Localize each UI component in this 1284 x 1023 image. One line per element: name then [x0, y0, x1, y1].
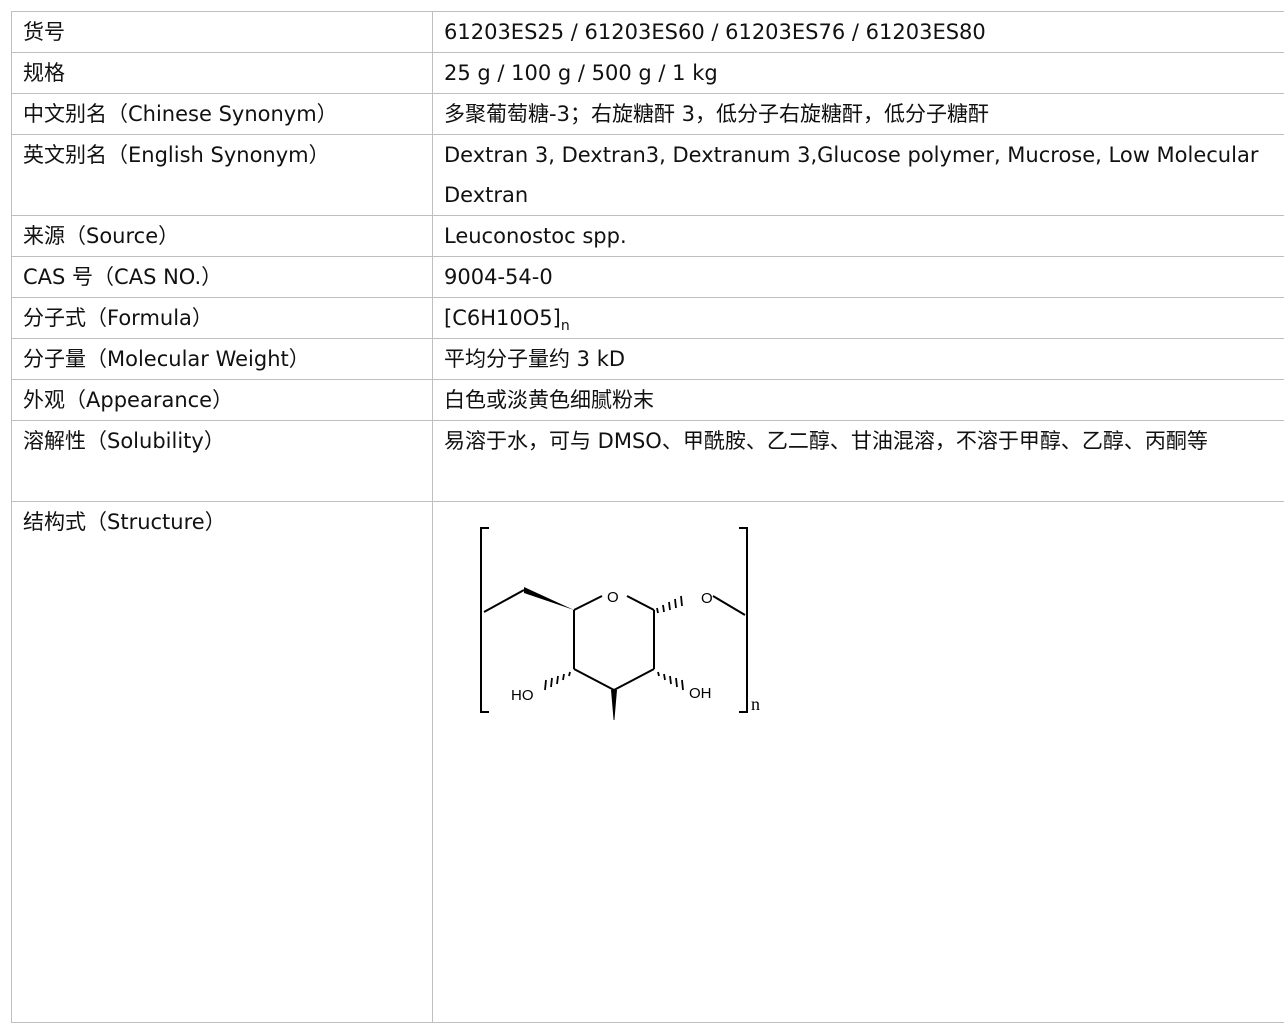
ring-oxygen-label: O: [607, 589, 619, 606]
row-value-molecular-weight: 平均分子量约 3 kD: [433, 339, 1284, 380]
table-row: 英文别名（English Synonym） Dextran 3, Dextran…: [12, 135, 1284, 216]
row-value-appearance: 白色或淡黄色细腻粉末: [433, 380, 1284, 421]
ring-bond: [614, 669, 654, 690]
row-label-catalog-number: 货号: [12, 12, 433, 53]
formula-subscript: n: [561, 318, 570, 334]
row-label-appearance: 外观（Appearance）: [12, 380, 433, 421]
row-label-cas-number: CAS 号（CAS NO.）: [12, 257, 433, 298]
table-row: 货号 61203ES25 / 61203ES60 / 61203ES76 / 6…: [12, 12, 1284, 53]
right-bracket: [739, 528, 747, 712]
table-row: 分子式（Formula） [C6H10O5]n: [12, 298, 1284, 339]
row-label-molecular-weight: 分子量（Molecular Weight）: [12, 339, 433, 380]
row-value-structure: O O HO OH OH n: [433, 502, 1284, 1023]
link-oxygen-label: O: [701, 590, 713, 607]
table-row: CAS 号（CAS NO.） 9004-54-0: [12, 257, 1284, 298]
ring-bond: [627, 596, 654, 610]
row-value-specification: 25 g / 100 g / 500 g / 1 kg: [433, 53, 1284, 94]
row-value-cas-number: 9004-54-0: [433, 257, 1284, 298]
wedge-bond: [524, 587, 574, 610]
left-bracket: [481, 528, 489, 712]
row-label-structure: 结构式（Structure）: [12, 502, 433, 1023]
dextran-structure-svg: O O HO OH OH n: [449, 520, 779, 720]
chain-bond: [713, 596, 745, 615]
row-label-chinese-synonym: 中文别名（Chinese Synonym）: [12, 94, 433, 135]
hydroxyl-right-label: OH: [689, 685, 712, 702]
table-row: 结构式（Structure）: [12, 502, 1284, 1023]
table-row: 外观（Appearance） 白色或淡黄色细腻粉末: [12, 380, 1284, 421]
table-row: 分子量（Molecular Weight） 平均分子量约 3 kD: [12, 339, 1284, 380]
chain-bond: [484, 590, 524, 612]
formula-text: [C6H10O5]: [444, 306, 561, 330]
row-value-catalog-number: 61203ES25 / 61203ES60 / 61203ES76 / 6120…: [433, 12, 1284, 53]
row-label-english-synonym: 英文别名（English Synonym）: [12, 135, 433, 216]
row-value-formula: [C6H10O5]n: [433, 298, 1284, 339]
ring-bond: [574, 669, 614, 690]
row-value-solubility: 易溶于水，可与 DMSO、甲酰胺、乙二醇、甘油混溶，不溶于甲醇、乙醇、丙酮等: [433, 421, 1284, 502]
row-label-solubility: 溶解性（Solubility）: [12, 421, 433, 502]
row-value-english-synonym: Dextran 3, Dextran3, Dextranum 3,Glucose…: [433, 135, 1284, 216]
row-value-chinese-synonym: 多聚葡萄糖-3；右旋糖酐 3，低分子右旋糖酐，低分子糖酐: [433, 94, 1284, 135]
hashed-bonds: [545, 596, 683, 690]
hydroxyl-left-label: HO: [511, 687, 534, 704]
structure-diagram: O O HO OH OH n: [449, 520, 779, 720]
row-value-source: Leuconostoc spp.: [433, 216, 1284, 257]
table-row: 来源（Source） Leuconostoc spp.: [12, 216, 1284, 257]
repeat-n-label: n: [751, 694, 760, 714]
wedge-bond-bottom: [611, 690, 617, 720]
table-row: 溶解性（Solubility） 易溶于水，可与 DMSO、甲酰胺、乙二醇、甘油混…: [12, 421, 1284, 502]
table-row: 规格 25 g / 100 g / 500 g / 1 kg: [12, 53, 1284, 94]
row-label-formula: 分子式（Formula）: [12, 298, 433, 339]
table-row: 中文别名（Chinese Synonym） 多聚葡萄糖-3；右旋糖酐 3，低分子…: [12, 94, 1284, 135]
product-spec-table: 货号 61203ES25 / 61203ES60 / 61203ES76 / 6…: [11, 11, 1284, 1023]
ring-bond: [574, 596, 602, 610]
row-label-source: 来源（Source）: [12, 216, 433, 257]
row-label-specification: 规格: [12, 53, 433, 94]
